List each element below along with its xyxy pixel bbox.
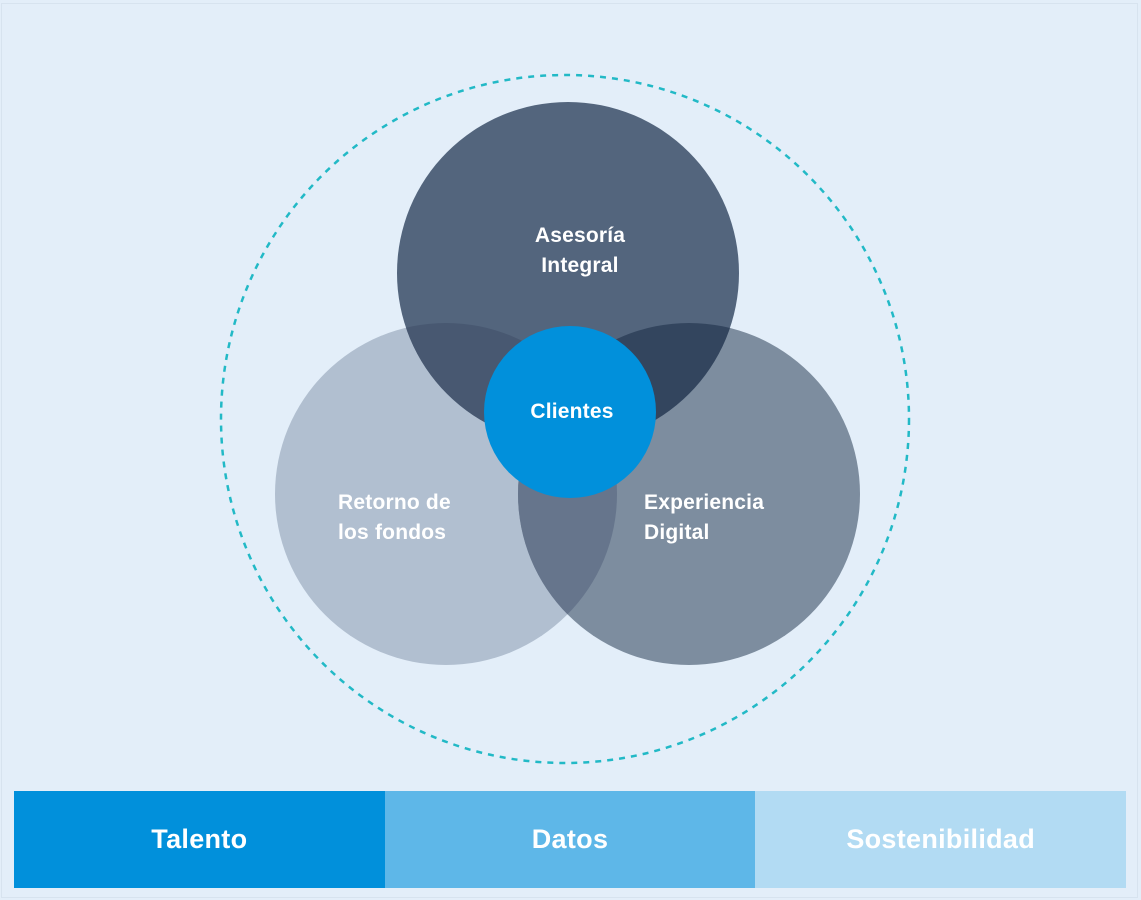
label-clientes-text: Clientes [530, 400, 614, 423]
label-retorno-line2: los fondos [338, 521, 447, 544]
label-asesoria-line2: Integral [541, 254, 619, 277]
pillar-sostenibilidad: Sostenibilidad [755, 791, 1127, 888]
label-experiencia-line1: Experiencia [644, 491, 765, 514]
overlap-asesoria-experiencia [518, 323, 739, 444]
pillar-talento: Talento [14, 791, 385, 888]
label-clientes: Clientes [472, 397, 672, 427]
overlap-asesoria-retorno [397, 323, 617, 444]
circle-clientes [484, 326, 656, 498]
pillar-datos: Datos [384, 791, 756, 888]
label-experiencia-line2: Digital [644, 521, 710, 544]
pillar-datos-label: Datos [531, 824, 609, 854]
outer-dashed-ring [219, 73, 911, 765]
label-retorno-fondos: Retorno de los fondos [338, 488, 508, 548]
label-asesoria-integral: Asesoría Integral [480, 221, 680, 281]
label-experiencia-digital: Experiencia Digital [644, 488, 814, 548]
pillar-talento-label: Talento [151, 824, 248, 854]
pillars-bar: Talento Datos Sostenibilidad [14, 791, 1127, 888]
label-retorno-line1: Retorno de [338, 491, 451, 514]
label-asesoria-line1: Asesoría [534, 224, 626, 247]
pillar-sostenibilidad-label: Sostenibilidad [846, 824, 1036, 854]
